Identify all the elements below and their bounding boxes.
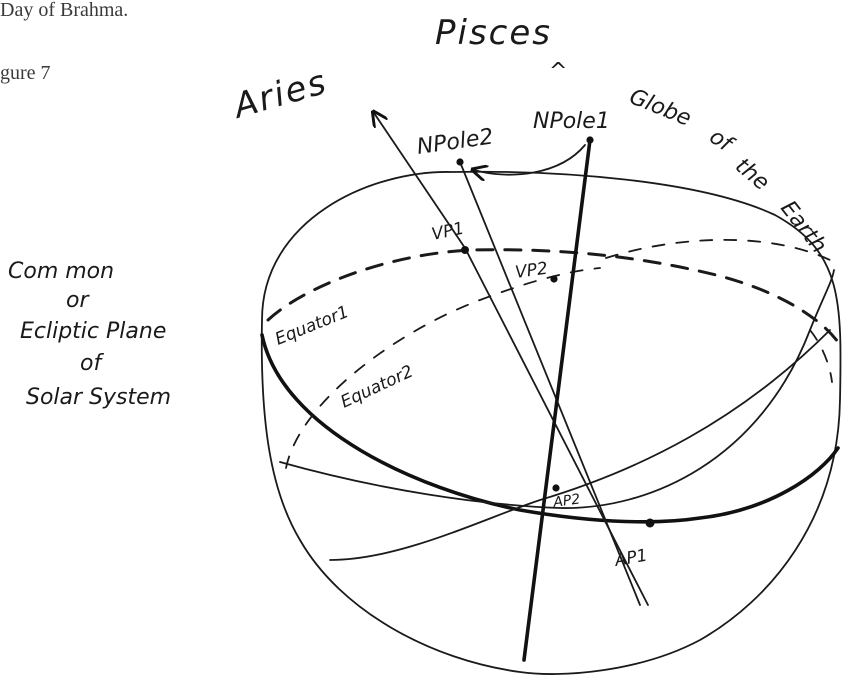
npole2-point: [456, 158, 463, 165]
ap2-point: [552, 484, 559, 491]
aries-label: Aries: [228, 62, 333, 127]
globe-label-of: of: [705, 124, 739, 158]
equator1-back-arc: [606, 240, 830, 260]
plane-label-of: of: [80, 351, 104, 376]
npole2-label: NPole2: [415, 124, 495, 159]
plane-label-ecliptic: Ecliptic Plane: [20, 319, 166, 344]
plane-label-common: Com mon: [8, 259, 114, 284]
npole1-label: NPole1: [533, 109, 610, 134]
vp2-label: VP2: [514, 259, 549, 283]
npole2-axis-line: [460, 162, 640, 605]
pisces-caret: ^: [549, 59, 567, 84]
ecliptic-back-arc: [268, 250, 838, 342]
page-top-line: Day of Brahma.: [0, 0, 128, 21]
plane-label-or: or: [66, 288, 90, 313]
globe-label-earth: Earth: [775, 196, 831, 258]
ap1-point: [646, 519, 655, 528]
equator2-label: Equator2: [338, 362, 417, 413]
npole1-axis-line: [524, 140, 590, 660]
npole1-point: [586, 136, 593, 143]
equator1-label: Equator1: [272, 302, 351, 350]
vp1-point: [461, 246, 469, 254]
figure-label: gure 7: [0, 62, 51, 84]
pisces-label: Pisces: [435, 13, 552, 53]
ecliptic-front-arc: [262, 335, 838, 522]
plane-label-solar-system: Solar System: [26, 385, 171, 410]
globe-label-the: the: [730, 153, 774, 195]
vp2-point: [550, 275, 557, 282]
globe-label-globe: Globe: [626, 84, 695, 131]
